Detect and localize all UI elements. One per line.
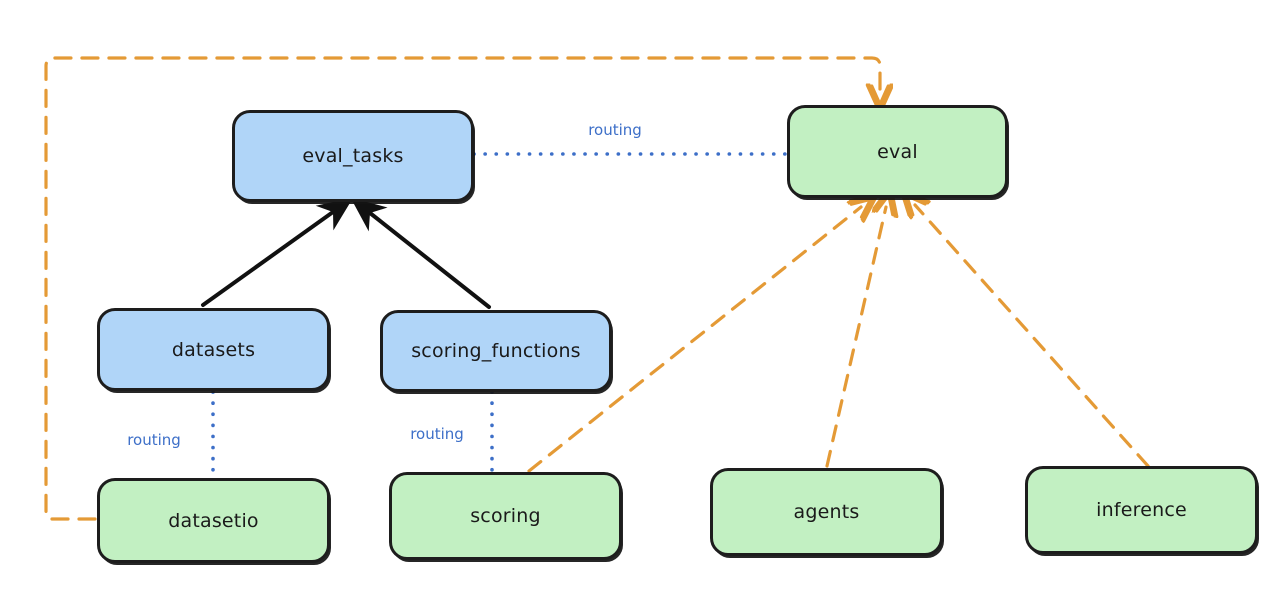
node-datasetio[interactable]: datasetio [97,478,330,563]
edge-inference-eval [915,205,1150,468]
node-label: inference [1096,499,1187,521]
edge-label-routing-scoring-functions: routing [410,425,464,443]
edge-datasetio-eval [44,56,880,521]
node-scoring-functions[interactable]: scoring_functions [380,310,612,392]
node-scoring[interactable]: scoring [389,472,622,560]
node-label: scoring_functions [411,340,581,362]
node-eval-tasks[interactable]: eval_tasks [232,110,474,202]
node-label: agents [793,501,860,523]
edge-datasets-eval_tasks [201,197,354,307]
edge-label-routing-datasets: routing [127,431,181,449]
node-agents[interactable]: agents [710,468,943,556]
node-label: datasetio [168,509,259,532]
edge-agents-eval [825,207,886,468]
edge-scoring-eval [527,207,861,473]
node-label: eval [877,140,918,163]
node-datasets[interactable]: datasets [97,308,330,391]
node-label: datasets [171,338,256,361]
node-label: eval_tasks [302,145,404,167]
edge-scoring_functions-eval_tasks [350,197,491,309]
node-inference[interactable]: inference [1025,466,1258,554]
node-label: scoring [470,505,541,527]
node-eval[interactable]: eval [787,105,1008,198]
edge-label-routing-eval-tasks: routing [588,121,642,139]
